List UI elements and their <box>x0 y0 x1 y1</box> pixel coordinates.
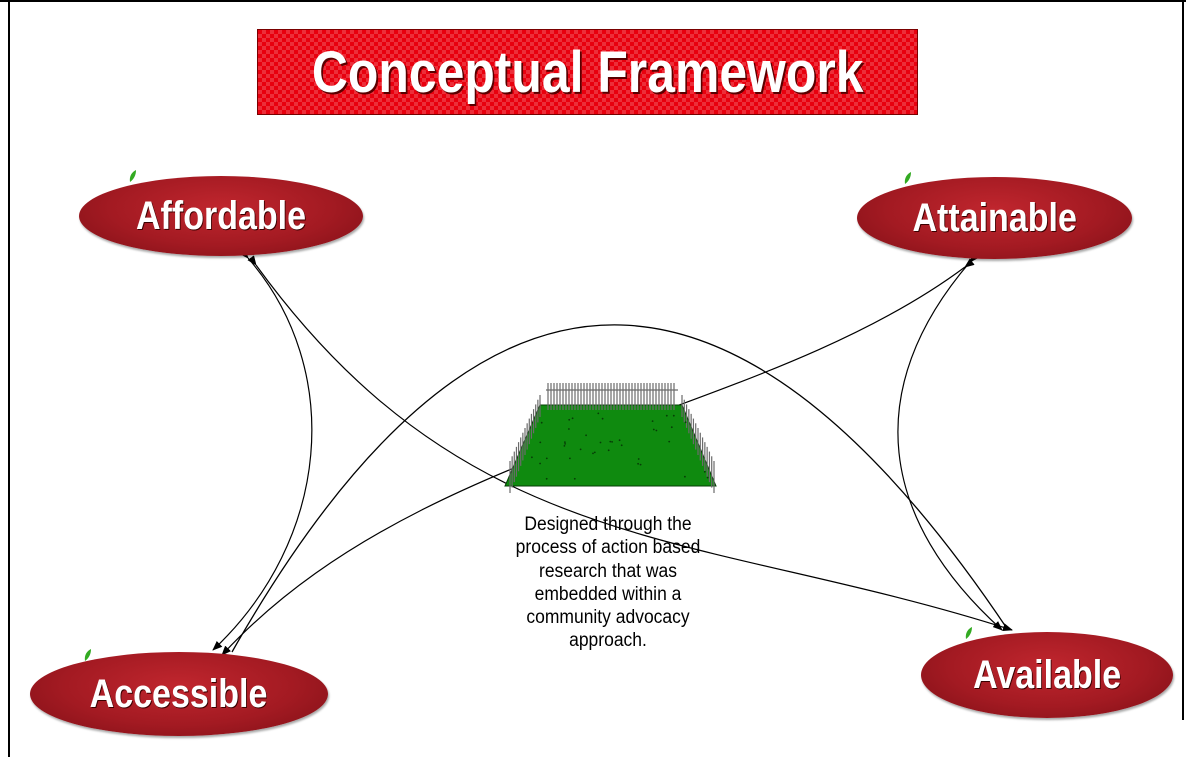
fenced-garden-icon <box>504 383 717 493</box>
node-available: Available <box>921 632 1173 718</box>
leaf-icon <box>129 170 136 182</box>
frame-right-border <box>1182 0 1184 720</box>
node-attainable: Attainable <box>857 177 1132 259</box>
node-available-label: Available <box>972 652 1122 697</box>
node-accessible-label: Accessible <box>90 671 268 716</box>
center-caption: Designed through the process of action b… <box>515 514 701 652</box>
leaf-icon <box>904 172 911 184</box>
node-attainable-label: Attainable <box>912 195 1077 240</box>
title-banner: Conceptual Framework <box>257 29 918 115</box>
leaf-icon <box>965 627 972 639</box>
frame-left-border <box>8 0 10 757</box>
node-affordable: Affordable <box>79 176 363 256</box>
page-title: Conceptual Framework <box>311 39 864 105</box>
leaf-icon <box>84 649 91 661</box>
connector-attainable-available <box>897 252 1003 631</box>
node-accessible: Accessible <box>30 652 328 736</box>
frame-top-border <box>0 0 1186 2</box>
node-affordable-label: Affordable <box>136 193 306 238</box>
